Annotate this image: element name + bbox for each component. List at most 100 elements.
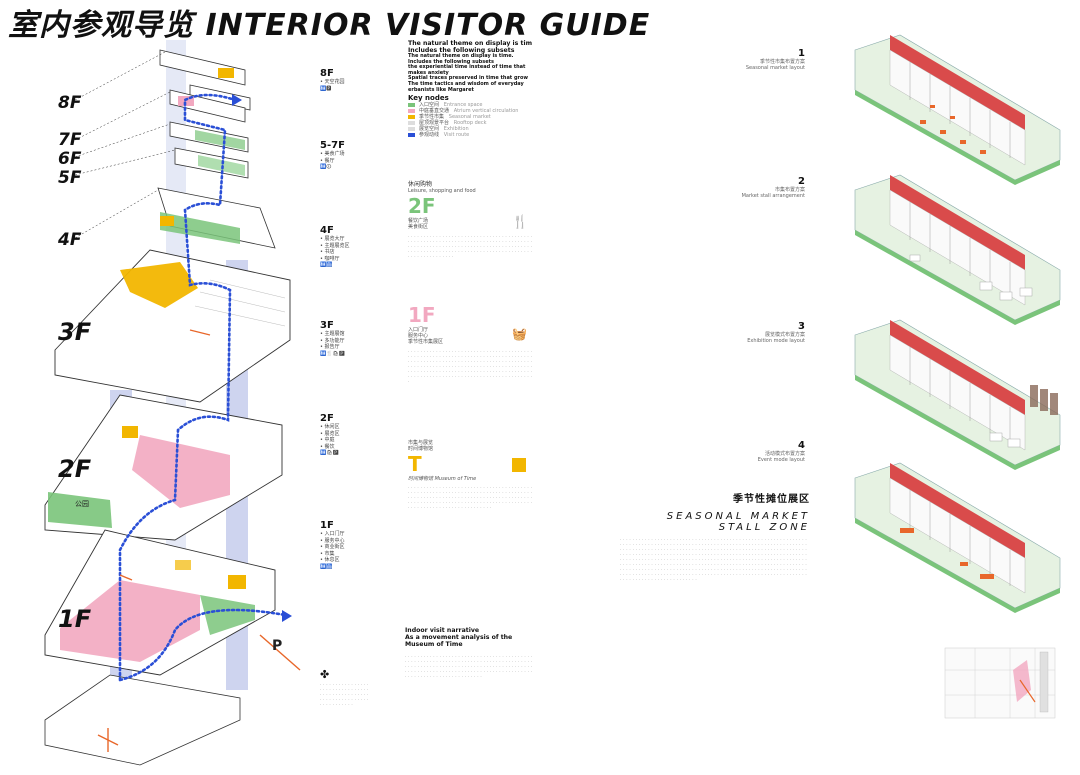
panel-caption-3: 3 展览模式布置方案 Exhibition mode layout bbox=[700, 321, 805, 344]
legend-floor: 5-7F bbox=[320, 140, 345, 151]
theme-line: erbanists like Margaret bbox=[408, 86, 474, 93]
narrative: Indoor visit narrative As a movement ana… bbox=[405, 627, 535, 679]
legend-floor: 4F bbox=[320, 225, 334, 236]
legend-item: • 商业街区 bbox=[320, 544, 345, 550]
slab-7f bbox=[169, 89, 246, 123]
panel-1 bbox=[854, 34, 1061, 185]
section-2f-big: 2F bbox=[408, 194, 436, 218]
section-t-big: T bbox=[408, 452, 422, 476]
panel-cap: 展览模式布置方案 bbox=[764, 332, 805, 338]
legend-item: • 报告厅 bbox=[320, 344, 340, 350]
panel-number: 2 bbox=[798, 176, 805, 187]
site-plan-thumbnail bbox=[944, 647, 1056, 719]
floor-label-2f: 2F bbox=[58, 455, 92, 483]
legend-item: • 主题展馆 bbox=[320, 331, 345, 337]
title-en: INTERIOR VISITOR GUIDE bbox=[205, 8, 651, 43]
legend-item: • 主题展览区 bbox=[320, 242, 350, 249]
section-2f-body: · · · · · · · · · · · · · · · · · · · · … bbox=[408, 234, 533, 259]
floor-label-6f: 6F bbox=[58, 149, 82, 169]
panel-cap: 活动模式布置方案 bbox=[764, 451, 805, 457]
floor-label-7f: 7F bbox=[58, 130, 82, 150]
entry-markers bbox=[97, 329, 301, 752]
legend-item: • 展览大厅 bbox=[320, 236, 345, 242]
floor-leaders bbox=[74, 51, 176, 239]
section-2f-sub: 美食街区 bbox=[408, 224, 429, 230]
theme-line: the experiential time instead of time th… bbox=[408, 64, 526, 71]
panel-caption-4: 4 活动模式布置方案 Event mode layout bbox=[700, 440, 805, 463]
slab-6f bbox=[169, 121, 249, 153]
floor-stack-diagram: 公园 P bbox=[44, 40, 301, 766]
section-t-heading: 市集与展览 bbox=[408, 440, 434, 446]
legend-item: • 休闲区 bbox=[320, 424, 340, 430]
theme-line: makes anxiety bbox=[408, 69, 449, 76]
route-arrow-top-icon bbox=[232, 94, 242, 106]
legend-floor: 8F bbox=[320, 68, 334, 79]
legend-item: • 天空花园 bbox=[320, 79, 345, 85]
slab-basement bbox=[44, 674, 241, 766]
legend-floor: 2F bbox=[320, 413, 334, 424]
key-node-row: 展览空间 Exhibition bbox=[408, 126, 553, 132]
slab-2f: 公园 bbox=[44, 394, 283, 541]
visitor-route bbox=[118, 93, 287, 682]
section-1f-body: · · · · · · · · · · · · · · · · · · · · … bbox=[408, 349, 533, 384]
legend-icons: 🚻🛗 bbox=[320, 563, 333, 570]
legend-item: • 美食广场 bbox=[320, 151, 345, 157]
key-nodes: Key nodes 入口空间 Entrance space 中庭垂直交通 Atr… bbox=[408, 95, 553, 138]
slab-4f bbox=[157, 187, 276, 249]
section-2f-heading: 休闲购物 bbox=[408, 181, 433, 188]
ticket-icon bbox=[512, 458, 526, 472]
route-arrow-icon bbox=[282, 610, 292, 622]
legend-icons: 🚻🅿 bbox=[320, 85, 332, 92]
panel-2 bbox=[854, 174, 1061, 325]
legend-item: • 市集 bbox=[320, 550, 335, 557]
seasonal-body: · · · · · · · · · · · · · · · · · · · · … bbox=[620, 537, 808, 582]
slab-3f bbox=[54, 249, 291, 403]
section-t: 市集与展览 时间博物馆 T 时间博物馆 Museum of Time · · ·… bbox=[408, 440, 533, 510]
legend-floor: 1F bbox=[320, 520, 334, 531]
section-1f-big: 1F bbox=[408, 303, 436, 327]
seasonal-en-2: STALL ZONE bbox=[718, 522, 810, 533]
section-t-heading: 时间博物馆 bbox=[408, 446, 434, 452]
floor-label-3f: 3F bbox=[58, 318, 92, 346]
legend-item: • 餐饮 bbox=[320, 443, 335, 450]
theme-line: The natural theme on display is time. bbox=[408, 53, 514, 59]
panel-number: 1 bbox=[798, 48, 805, 59]
narrative-title: As a movement analysis of the bbox=[405, 634, 513, 641]
fork-knife-icon: 🍴 bbox=[512, 215, 529, 230]
theme-line: Spatial traces preserved in time that gr… bbox=[408, 75, 529, 82]
title-cn: 室内参观导览 bbox=[8, 8, 194, 43]
legend-item: • 咖啡厅 bbox=[320, 255, 340, 262]
slab-1f bbox=[44, 529, 276, 676]
legend-item: • 餐厅 bbox=[320, 157, 335, 164]
theme-heading: The natural theme on display is tim bbox=[408, 40, 533, 47]
panel-3 bbox=[854, 319, 1061, 470]
key-node-row: 屋顶观景平台 Rooftop deck bbox=[408, 120, 553, 126]
theme-subheading: Includes the following subsets bbox=[408, 47, 515, 54]
legend-icons: 🚻🛈 bbox=[320, 164, 332, 170]
legend-item: • 入口门厅 bbox=[320, 531, 345, 537]
legend-5-7f: 5-7F • 美食广场 • 餐厅 🚻🛈 bbox=[320, 140, 400, 171]
legend-floor: 3F bbox=[320, 320, 334, 331]
floor-label-8f: 8F bbox=[58, 93, 82, 113]
panel-caption-1: 1 季节性市集布置方案 Seasonal market layout bbox=[700, 48, 805, 71]
legend-icons: 🚻🛗 bbox=[320, 262, 333, 268]
legend-2f: 2F • 休闲区 • 展览区 • 中庭 • 餐饮 🚻🛍🅿 bbox=[320, 413, 400, 457]
legend-item: • 休息区 bbox=[320, 557, 340, 563]
legend-item: • 中庭 bbox=[320, 437, 335, 443]
narrative-title: Indoor visit narrative bbox=[405, 627, 480, 634]
section-2f: 休闲购物 Leisure, shopping and food 2F 餐饮广场 … bbox=[408, 181, 533, 260]
legend-item: • 书店 bbox=[320, 249, 335, 255]
page-title: 室内参观导览 INTERIOR VISITOR GUIDE bbox=[8, 0, 650, 44]
panel-cap: 季节性市集布置方案 bbox=[759, 59, 805, 65]
legend-icons: 🚻🛍🅿 bbox=[320, 450, 339, 456]
parking-icon: P bbox=[272, 638, 282, 654]
floor-label-4f: 4F bbox=[58, 230, 82, 250]
section-2f-sub: 餐饮广场 bbox=[408, 218, 429, 224]
section-t-body: · · · · · · · · · · · · · · · · · · · · … bbox=[408, 485, 533, 510]
legend-item: • 服务中心 bbox=[320, 537, 345, 544]
key-node-row: 季节性市集 Seasonal market bbox=[408, 114, 553, 120]
panel-cap: Seasonal market layout bbox=[745, 65, 805, 71]
panel-cap: Exhibition mode layout bbox=[747, 338, 805, 344]
legend-3f: 3F • 主题展馆 • 多功能厅 • 报告厅 🚻🍴🛍🅿 bbox=[320, 320, 400, 357]
section-1f-sub: 入口门厅 bbox=[408, 327, 429, 333]
